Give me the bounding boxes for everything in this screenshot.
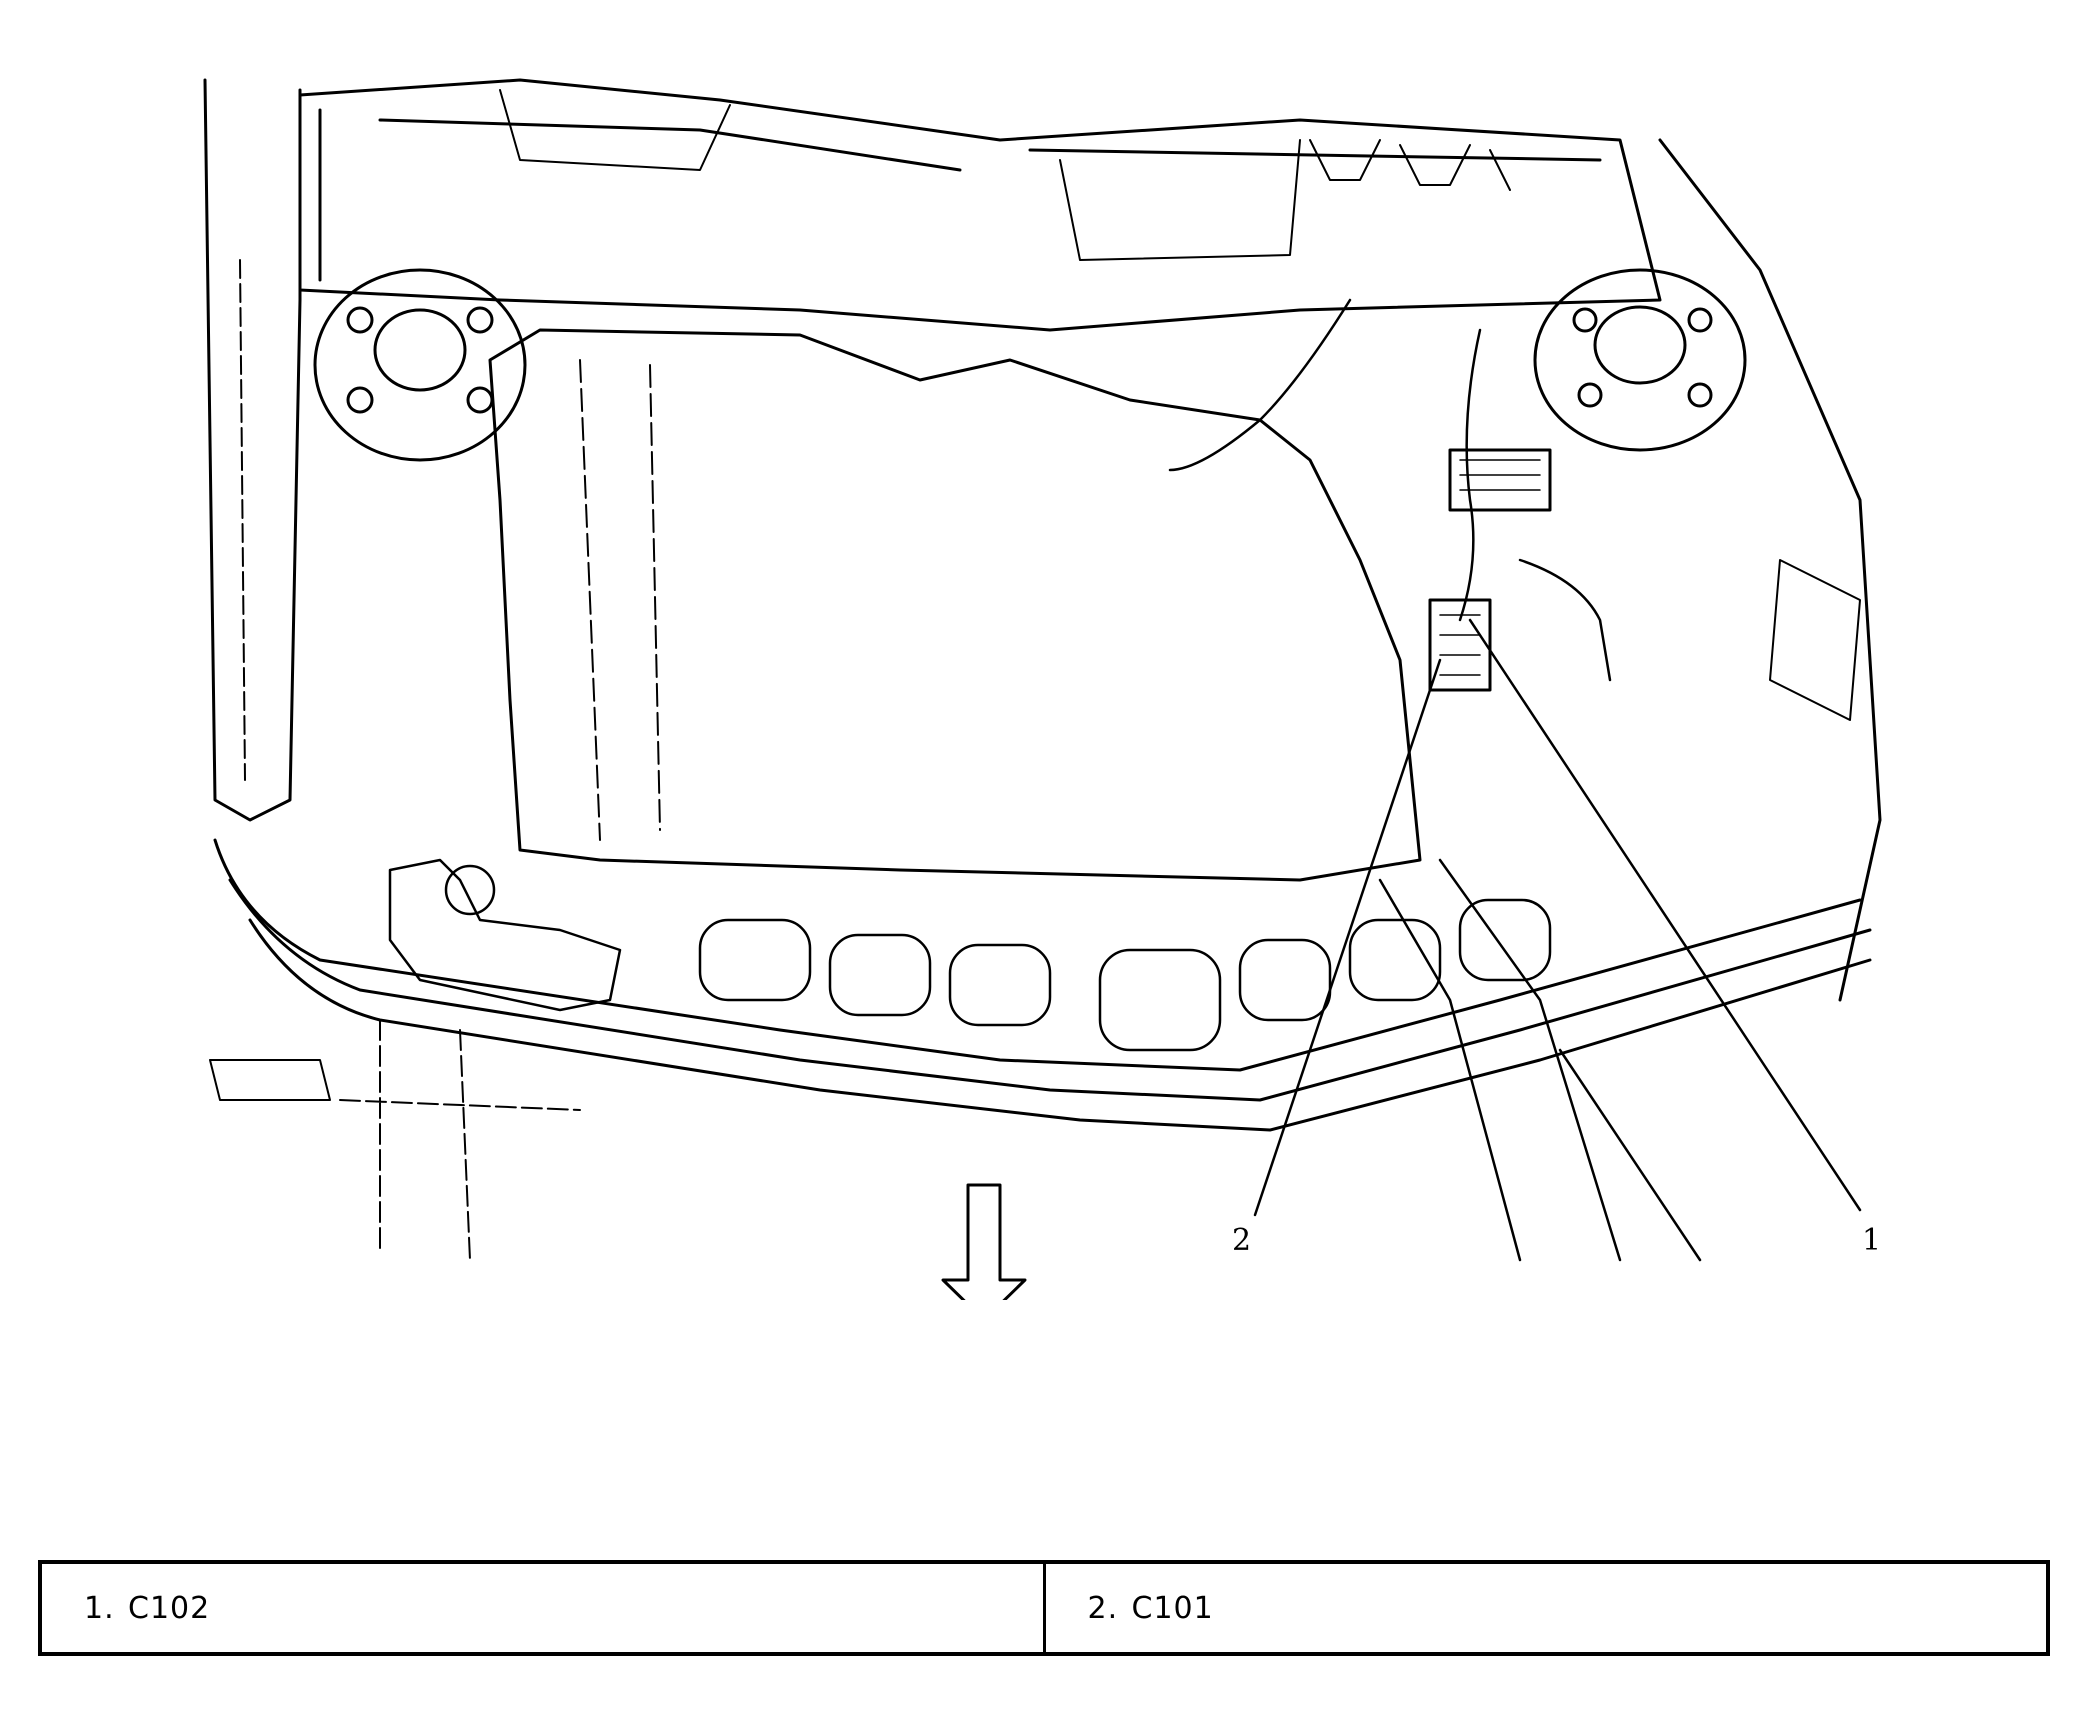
right-lower-rail: [1378, 858, 1702, 1262]
left-fender-pillar: [203, 78, 302, 822]
callout-2-leader: [1253, 658, 1442, 1217]
callout-1-label: 1: [1862, 1223, 1881, 1258]
legend-item-2: 2. C101: [1042, 1564, 2047, 1652]
right-strut-tower: [1533, 268, 1747, 452]
lower-tie-bar: [213, 838, 1862, 1072]
front-end-structure-diagram: 1 2: [203, 78, 1882, 1300]
left-strut-tower: [313, 268, 527, 462]
callout-1-leader: [1468, 618, 1862, 1212]
legend-item-1: 1. C102: [42, 1564, 1043, 1652]
legend-table: 1. C102 2. C101: [38, 1560, 2050, 1656]
legend-item-text: C102: [128, 1590, 211, 1626]
radiator-support-frame: [488, 328, 1422, 882]
legend-item-number: 1.: [84, 1590, 115, 1626]
upper-cowl: [298, 78, 1662, 332]
wiring-harness: [1168, 298, 1612, 682]
connector-c101-body: [1428, 598, 1492, 692]
connector-c102-body: [1448, 448, 1552, 512]
right-fender: [1658, 138, 1882, 1002]
legend-item-text: C101: [1131, 1590, 1214, 1626]
callout-2-label: 2: [1232, 1223, 1251, 1258]
down-arrow-icon: [941, 1183, 1027, 1300]
legend-item-number: 2.: [1087, 1590, 1119, 1626]
